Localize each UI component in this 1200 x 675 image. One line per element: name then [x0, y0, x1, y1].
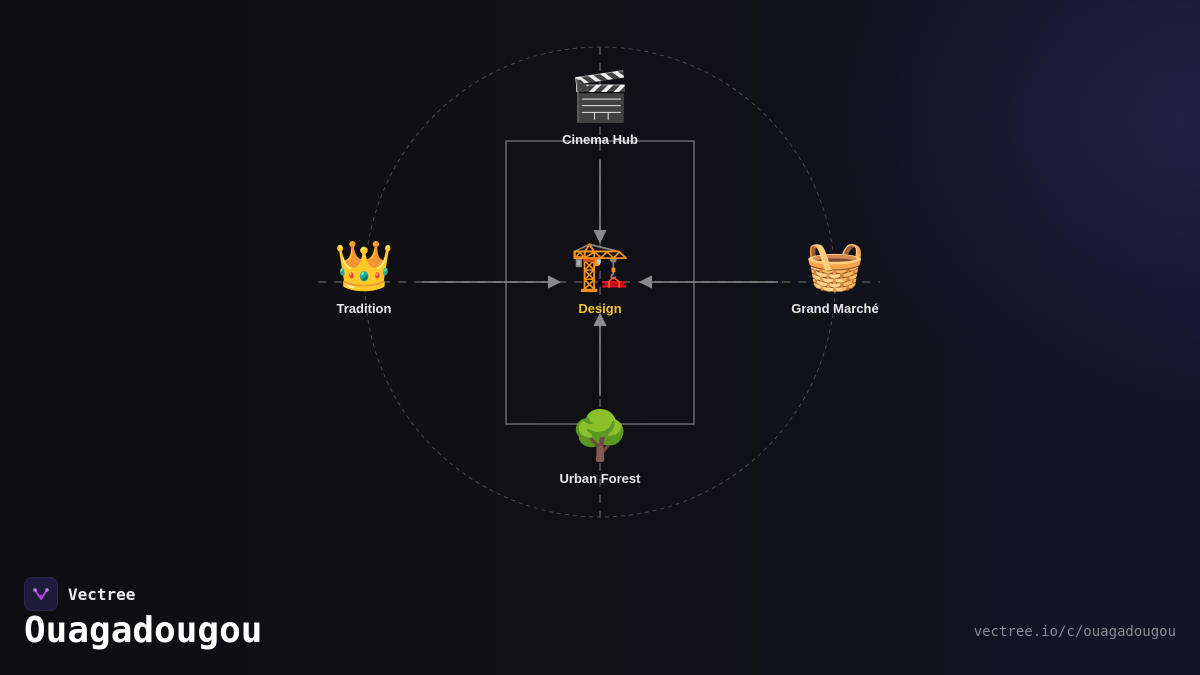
clapper-board-icon: 🎬 [570, 71, 630, 124]
deciduous-tree-icon: 🌳 [570, 410, 630, 463]
brand[interactable]: Vectree [24, 577, 135, 611]
construction-crane-icon: 🏗️ [570, 240, 630, 293]
node-label: Urban Forest [559, 471, 641, 486]
vectree-logo-icon [24, 577, 58, 611]
node-design[interactable]: 🏗️ Design [520, 239, 680, 316]
crown-icon: 👑 [334, 240, 394, 293]
page-url[interactable]: vectree.io/c/ouagadougou [973, 624, 1176, 640]
node-label: Design [578, 301, 622, 316]
brand-name: Vectree [68, 584, 136, 604]
city-title: Ouagadougou [24, 610, 263, 651]
node-label: Grand Marché [791, 301, 879, 316]
node-label: Tradition [336, 301, 392, 316]
node-urban-forest[interactable]: 🌳 Urban Forest [520, 409, 680, 486]
node-cinema-hub[interactable]: 🎬 Cinema Hub [520, 70, 680, 147]
node-grand-marche[interactable]: 🧺 Grand Marché [755, 239, 915, 316]
basket-icon: 🧺 [805, 240, 865, 293]
node-tradition[interactable]: 👑 Tradition [284, 239, 444, 316]
node-label: Cinema Hub [562, 132, 638, 147]
